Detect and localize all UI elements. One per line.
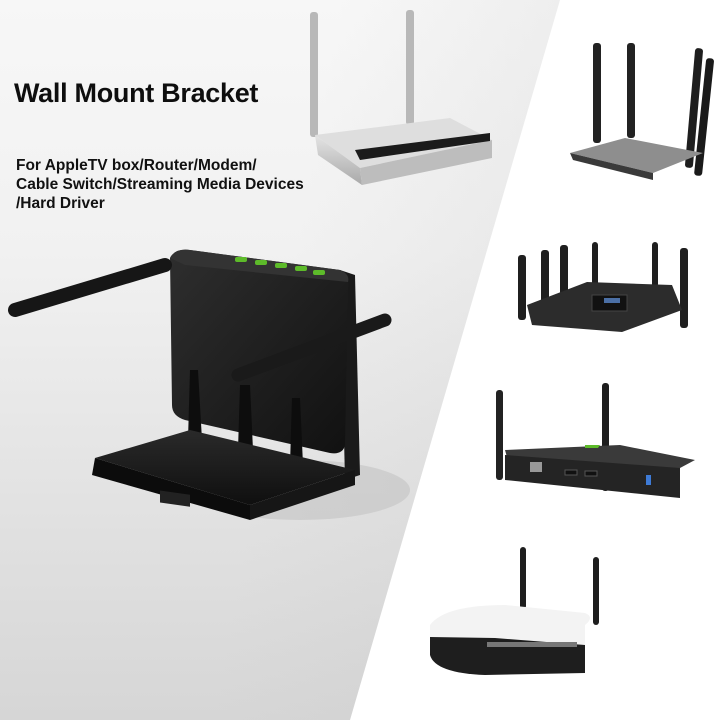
compatibility-description: For AppleTV box/Router/Modem/ Cable Swit… bbox=[16, 156, 304, 213]
gaming-router-eight-antennas-image bbox=[518, 242, 688, 332]
bracket-with-router-image bbox=[8, 249, 410, 520]
white-router-two-antennas-image bbox=[430, 547, 599, 675]
dark-router-four-antennas-image bbox=[570, 43, 714, 180]
subtitle-line-1: For AppleTV box/Router/Modem/ bbox=[16, 157, 257, 174]
product-title: Wall Mount Bracket bbox=[14, 78, 259, 108]
media-box-two-antennas-image bbox=[496, 383, 695, 498]
subtitle-line-3: /Hard Driver bbox=[16, 195, 105, 212]
subtitle-line-2: Cable Switch/Streaming Media Devices bbox=[16, 176, 304, 193]
silver-router-image bbox=[310, 10, 492, 185]
